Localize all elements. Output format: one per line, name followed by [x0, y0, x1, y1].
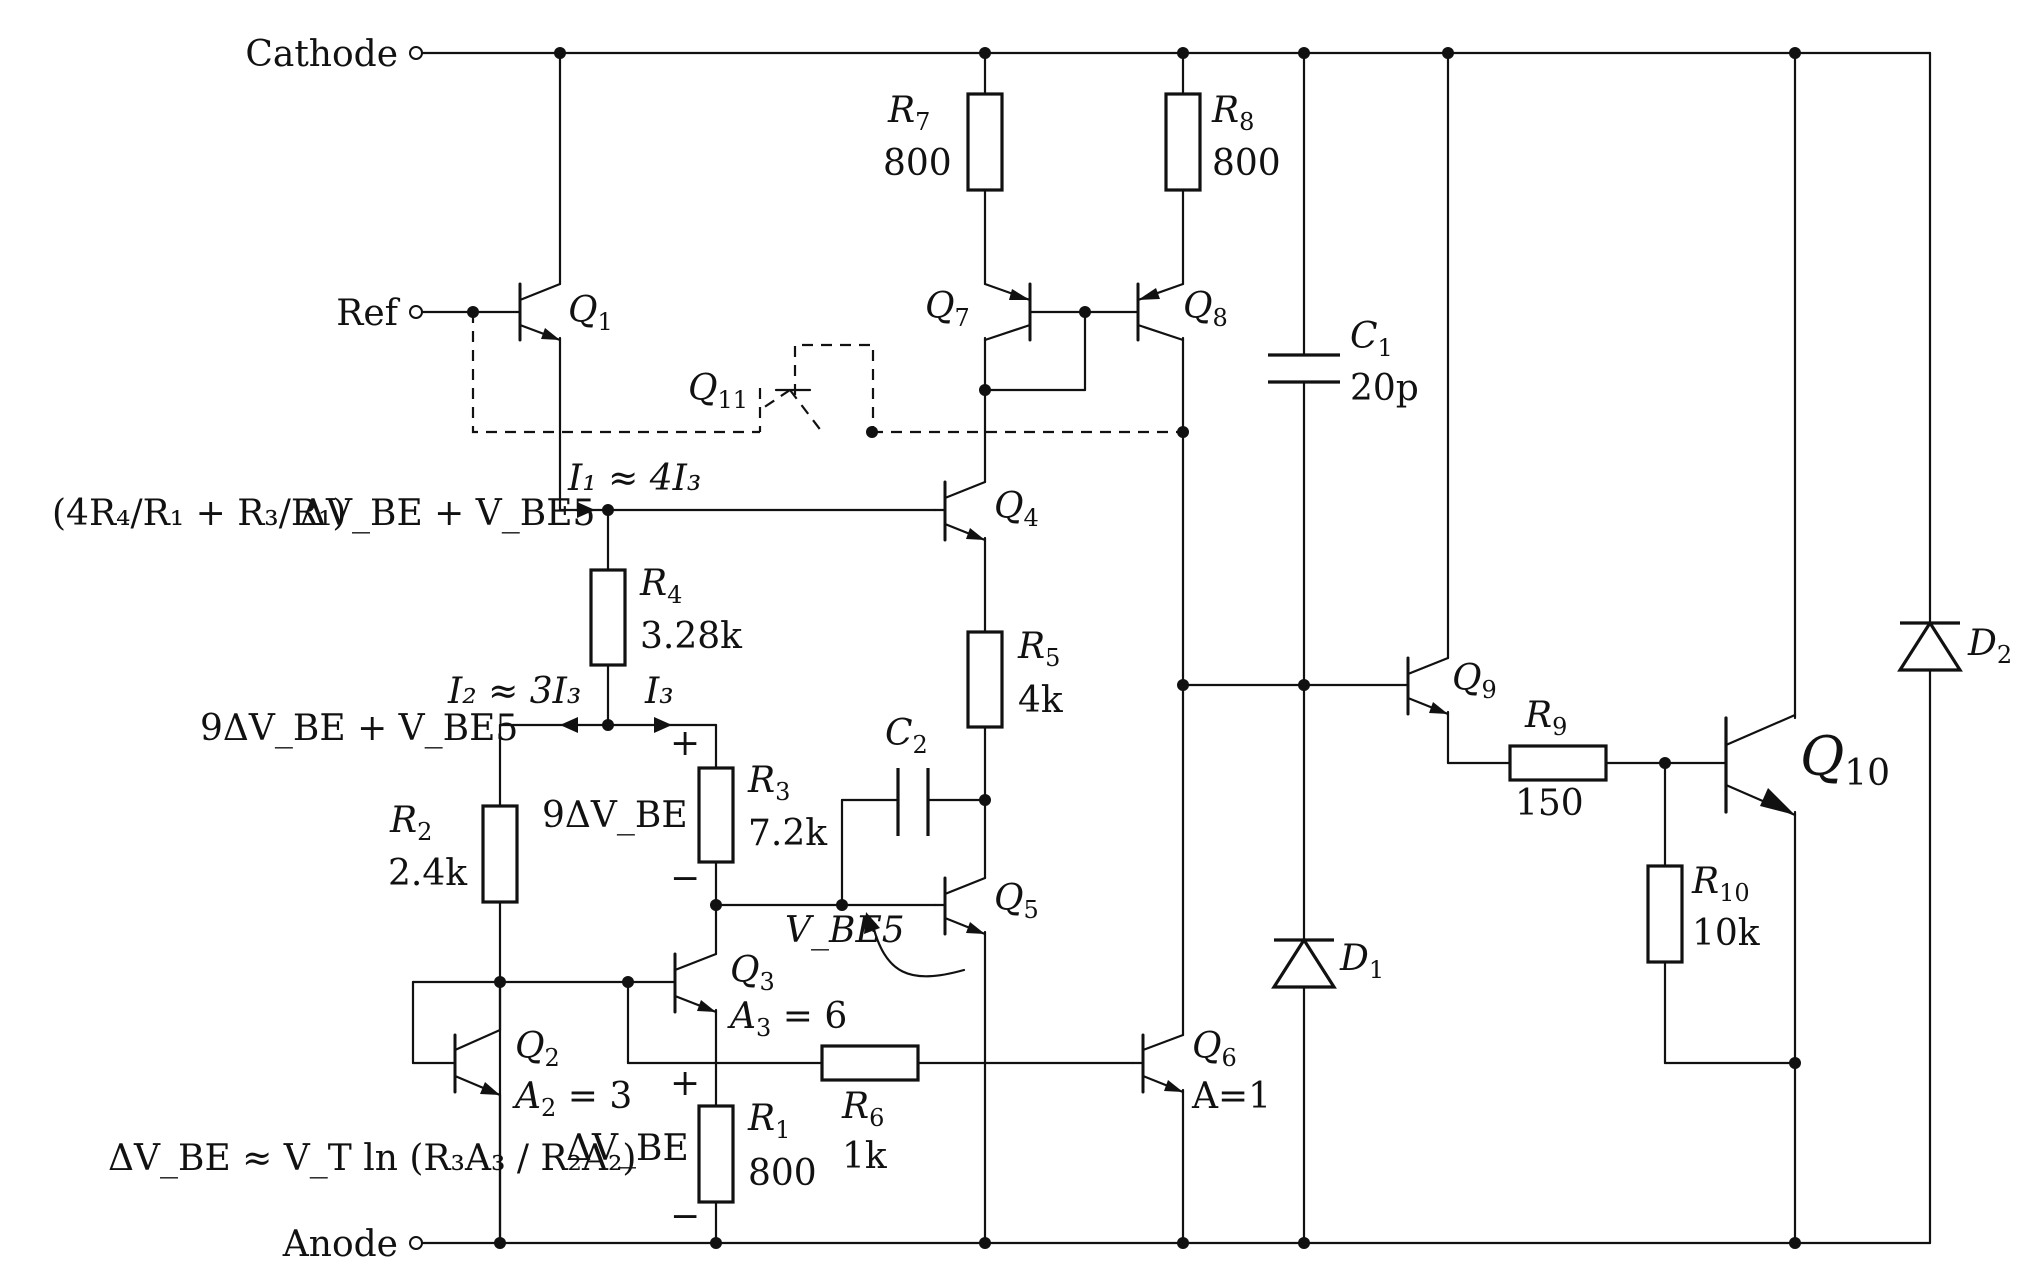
r3-minus: −	[670, 858, 700, 899]
r5-label: R5	[1017, 626, 1060, 672]
q10-label: Q10	[1800, 725, 1890, 794]
anode-label: Anode	[282, 1224, 398, 1265]
r3-plus: +	[670, 723, 700, 764]
capacitor-diode-labels: C1 20p C2 D1 D2	[885, 316, 2012, 984]
r1-minus: −	[670, 1196, 700, 1237]
resistor-r1-body	[697, 1104, 735, 1204]
v-top-factor: (4R₄/R₁ + R₃/R₁)	[52, 493, 346, 534]
r1-label: R1	[747, 1098, 790, 1144]
a3-label: A3 = 6	[727, 996, 847, 1042]
resistor-r6-body	[820, 1044, 920, 1082]
r4-value: 3.28k	[640, 616, 743, 657]
q3-label: Q3	[730, 950, 775, 996]
r9-label: R9	[1524, 695, 1567, 741]
q1-label: Q1	[568, 290, 613, 336]
transistor-q6	[1131, 1033, 1185, 1094]
q11-dashed-path	[471, 312, 1183, 434]
transistor-q5	[933, 876, 987, 936]
r3-label: R3	[747, 760, 790, 806]
diode-d1	[1271, 937, 1337, 989]
r3-value: 7.2k	[748, 813, 828, 854]
r1-plus: +	[670, 1063, 700, 1104]
transistor-q10	[1724, 713, 1797, 817]
d1-label: D1	[1339, 938, 1384, 984]
transistor-q7	[983, 282, 1032, 342]
annotations: I₁ ≈ 4I₃ I₂ ≈ 3I₃ I₃ (4R₄/R₁ + R₃/R₁) ΔV…	[52, 458, 905, 1237]
r7-label: R7	[887, 90, 930, 136]
a2-label: A2 = 3	[512, 1076, 632, 1122]
q7-label: Q7	[925, 286, 970, 332]
i1-annotation: I₁ ≈ 4I₃	[567, 458, 701, 499]
anode-terminal	[409, 1236, 423, 1250]
capacitor-c2	[896, 768, 930, 836]
diode-d2	[1897, 620, 1963, 672]
r8-value: 800	[1212, 143, 1281, 184]
r8-label: R8	[1211, 90, 1254, 136]
i2-annotation: I₂ ≈ 3I₃	[447, 671, 581, 712]
r4-label: R4	[639, 563, 682, 609]
resistor-r10-body	[1646, 864, 1684, 964]
c1-value: 20p	[1350, 368, 1419, 409]
transistor-q1	[518, 282, 562, 342]
junction-dots	[467, 47, 1801, 1249]
vbe5-pointer	[864, 912, 966, 978]
r2-label: R2	[389, 800, 432, 846]
resistor-labels: R7 800 R8 800 R4 3.28k R5 4k R3 7.2k R2 …	[388, 90, 1761, 1194]
r10-value: 10k	[1692, 913, 1761, 954]
q5-label: Q5	[994, 878, 1039, 924]
resistor-r4-body	[589, 568, 627, 667]
r6-label: R6	[841, 1086, 884, 1132]
q6-gain: A=1	[1191, 1076, 1271, 1117]
q6-label: Q6	[1192, 1026, 1237, 1072]
v-mid: 9ΔV_BE + V_BE5	[200, 708, 518, 749]
r3-drop: 9ΔV_BE	[542, 795, 688, 836]
c1-label: C1	[1350, 316, 1393, 362]
current-arrows	[560, 502, 672, 733]
transistor-q4	[933, 480, 987, 542]
r7-value: 800	[883, 143, 952, 184]
resistor-r8-body	[1164, 92, 1202, 192]
v-top-rest: ΔV_BE + V_BE5	[300, 493, 595, 534]
dvbe-formula: ΔV_BE ≈ V_T ln (R₃A₃ / R₂A₂)	[108, 1138, 636, 1179]
r1-value: 800	[748, 1153, 817, 1194]
r5-value: 4k	[1018, 680, 1064, 721]
resistor-r2-body	[481, 804, 519, 904]
cathode-terminal	[409, 46, 423, 60]
q9-label: Q9	[1452, 658, 1497, 704]
q4-label: Q4	[994, 486, 1039, 532]
resistor-r3-body	[697, 766, 735, 864]
r6-value: 1k	[842, 1136, 888, 1177]
r10-label: R10	[1691, 861, 1750, 907]
transistor-q2	[453, 980, 502, 1245]
ref-label: Ref	[336, 293, 400, 334]
r1-drop: ΔV_BE	[566, 1128, 689, 1169]
transistor-q8	[1136, 282, 1185, 342]
terminals: Cathode Ref Anode	[245, 34, 423, 1265]
resistor-r9-body	[1508, 744, 1608, 782]
q11-label: Q11	[688, 368, 748, 414]
q2-label: Q2	[515, 1026, 560, 1072]
resistor-bodies	[481, 92, 1684, 1204]
r2-value: 2.4k	[388, 853, 468, 894]
c2-label: C2	[885, 713, 928, 759]
r9-value: 150	[1515, 783, 1584, 824]
q8-label: Q8	[1183, 286, 1228, 332]
transistor-labels: Q1 Q2 A2 = 3 Q3 A3 = 6 Q4 Q5 Q6 A=1 Q7 Q…	[512, 286, 1890, 1122]
resistor-r7-body	[966, 92, 1004, 192]
vbe5-label: V_BE5	[785, 910, 905, 951]
transistor-q9	[1406, 656, 1450, 716]
d2-label: D2	[1967, 623, 2012, 669]
ref-terminal	[409, 305, 423, 319]
capacitor-c1	[1268, 353, 1340, 384]
cathode-label: Cathode	[245, 34, 398, 75]
transistor-q3	[673, 952, 718, 1014]
resistor-r5-body	[966, 630, 1004, 729]
i3-annotation: I₃	[644, 671, 674, 712]
